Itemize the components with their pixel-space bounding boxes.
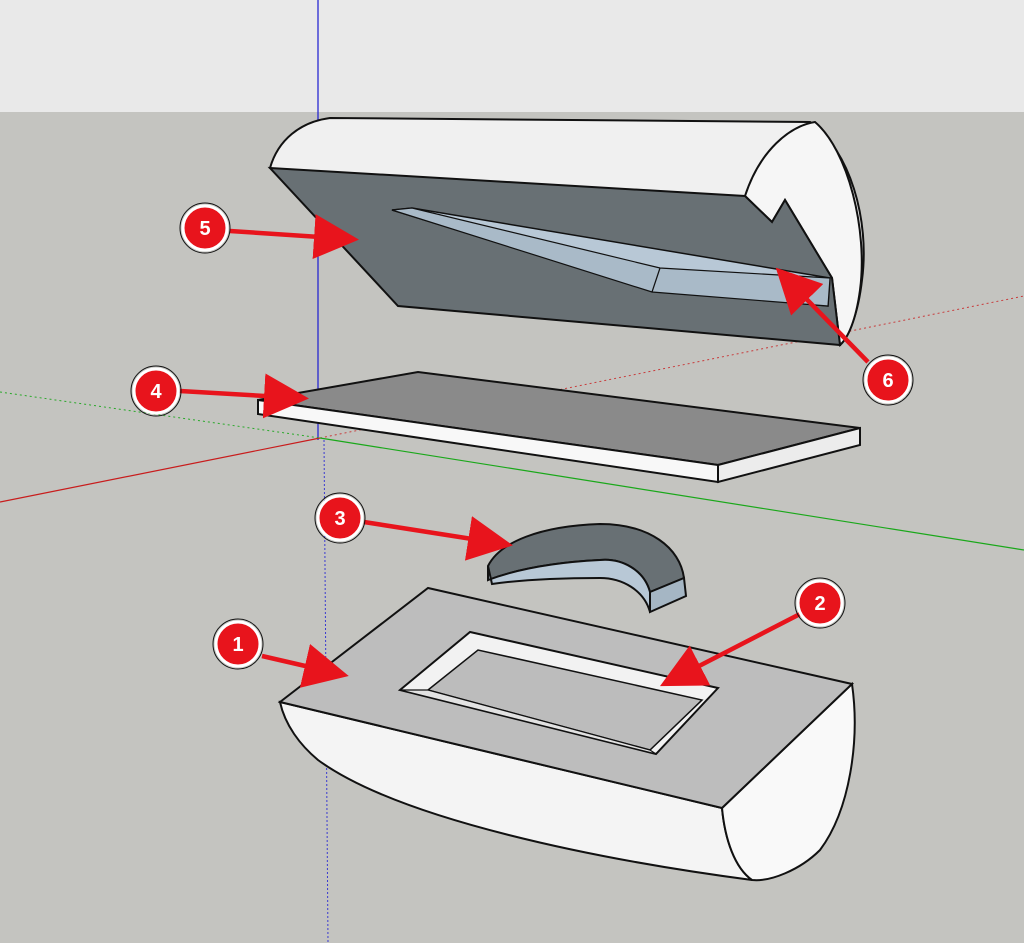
- curved-insert-side: [649, 576, 688, 614]
- base-pocket-wall: [399, 689, 657, 755]
- part-curved-insert: [487, 522, 688, 614]
- part-upper-housing: [267, 116, 865, 348]
- callout-5: 5: [179, 202, 231, 254]
- red-axis: [0, 437, 321, 503]
- callout-1: 1: [212, 618, 264, 670]
- arrow-2: [659, 611, 802, 687]
- sky-backdrop: [0, 0, 1024, 112]
- callout-2-label: 2: [814, 593, 825, 615]
- green-axis: [319, 437, 1024, 551]
- callout-6: 6: [862, 354, 914, 406]
- callout-4-label: 4: [150, 381, 162, 403]
- arrow-1: [261, 643, 349, 688]
- callout-6-label: 6: [882, 370, 893, 392]
- part-base: [277, 586, 856, 882]
- callout-2: 2: [794, 577, 846, 629]
- slot-edge: [651, 267, 661, 293]
- part-plate: [257, 370, 861, 484]
- base-end-cap: [720, 681, 856, 882]
- arrow-4: [179, 373, 309, 419]
- arrow-3: [363, 516, 513, 561]
- callout-4: 4: [130, 365, 182, 417]
- green-axis-dotted: [0, 391, 321, 439]
- callout-3-label: 3: [334, 508, 345, 530]
- callout-5-label: 5: [199, 218, 210, 240]
- plate-side-edge: [717, 426, 861, 484]
- callout-1-label: 1: [232, 634, 243, 656]
- arrow-6: [775, 267, 870, 364]
- arrow-5: [229, 214, 359, 260]
- callout-3: 3: [314, 492, 366, 544]
